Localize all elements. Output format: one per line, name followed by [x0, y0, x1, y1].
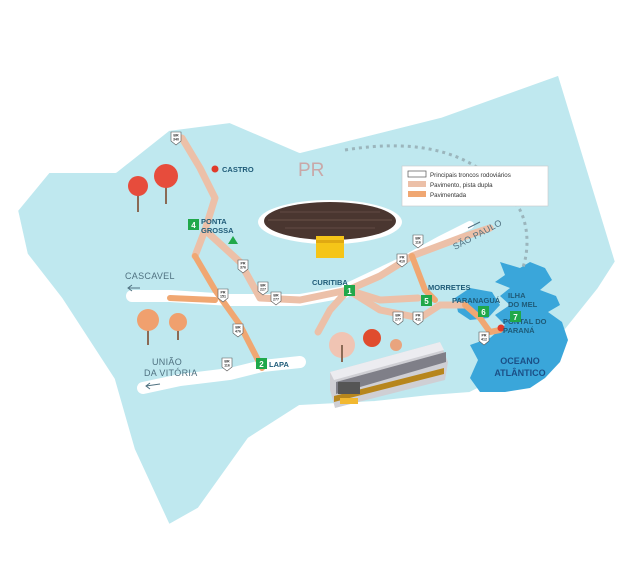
tree-icon [329, 329, 402, 362]
city-label-pontal-1: PONTAL DO [503, 317, 547, 326]
legend-label-double: Pavimento, pista dupla [430, 182, 493, 189]
badge-lapa: 2 [256, 358, 267, 369]
svg-text:6: 6 [481, 308, 486, 317]
legend-swatch-paved [408, 191, 426, 197]
badge-curitiba: 1 [344, 285, 355, 296]
ocean-label-1: OCEANO [500, 356, 540, 366]
city-label-ponta-grossa-2: GROSSA [201, 226, 234, 235]
svg-text:412: 412 [481, 338, 487, 342]
legend-label-main: Principais troncos rodoviários [430, 172, 511, 179]
svg-text:BR: BR [260, 284, 266, 288]
svg-text:PR: PR [416, 314, 421, 318]
svg-text:BR: BR [173, 134, 179, 138]
svg-text:476: 476 [235, 330, 241, 334]
city-label-lapa: LAPA [269, 360, 289, 369]
svg-text:116: 116 [224, 364, 230, 368]
legend-label-paved: Pavimentada [430, 192, 467, 199]
city-label-curitiba: CURITIBA [312, 278, 348, 287]
svg-text:PR: PR [241, 262, 246, 266]
svg-text:340: 340 [173, 138, 179, 142]
badge-morretes: 5 [421, 295, 432, 306]
road-main-uniao [137, 356, 306, 394]
svg-text:BR: BR [224, 360, 230, 364]
svg-text:4: 4 [191, 221, 196, 230]
svg-text:411: 411 [415, 318, 421, 322]
arrow-left-icon [145, 382, 161, 390]
arrow-right-icon [467, 221, 481, 229]
city-label-ilha-1: ILHA [508, 291, 526, 300]
tree-icon [128, 164, 178, 212]
svg-text:151: 151 [220, 295, 226, 299]
tree-icon [137, 309, 187, 345]
city-label-ponta-grossa-1: PONTA [201, 217, 227, 226]
svg-text:116: 116 [415, 241, 421, 245]
svg-text:376: 376 [240, 266, 246, 270]
svg-text:BR: BR [415, 237, 421, 241]
legend-swatch-double [408, 181, 426, 187]
legend-swatch-main [407, 170, 427, 178]
badge-ilha-do-mel: 7 [510, 311, 521, 322]
state-label: PR [298, 160, 324, 181]
svg-text:BR: BR [235, 326, 241, 330]
svg-text:PR: PR [400, 256, 405, 260]
svg-text:5: 5 [424, 297, 429, 306]
svg-text:PR: PR [482, 334, 487, 338]
ocean-area [470, 262, 568, 392]
svg-text:2: 2 [259, 360, 264, 369]
badge-paranagua: 6 [478, 306, 489, 317]
svg-text:PR: PR [221, 291, 226, 295]
pontal-marker-icon [497, 324, 505, 332]
svg-text:277: 277 [395, 318, 401, 322]
arrow-left-icon [127, 284, 140, 292]
svg-text:227: 227 [260, 288, 266, 292]
svg-text:7: 7 [513, 313, 518, 322]
train-icon [330, 342, 448, 408]
direction-label-uniao-1: UNIÃO [152, 357, 182, 367]
city-label-morretes: MORRETES [428, 283, 471, 292]
castro-marker-icon [211, 165, 219, 173]
badge-ponta-grossa: 4 [188, 219, 199, 230]
ocean-label-2: ATLÂNTICO [494, 367, 545, 378]
museum-monument-icon [258, 200, 402, 258]
city-label-paranagua: PARANAGUÁ [452, 296, 501, 305]
svg-text:1: 1 [347, 287, 352, 296]
svg-text:277: 277 [273, 298, 279, 302]
peak-icon [228, 236, 238, 244]
legend: Principais troncos rodoviários Pavimento… [401, 165, 549, 207]
svg-text:410: 410 [399, 260, 405, 264]
city-label-castro: CASTRO [222, 165, 254, 174]
svg-text:BR: BR [273, 294, 279, 298]
direction-label-cascavel: CASCAVEL [125, 271, 175, 281]
city-label-pontal-2: PARANÁ [503, 326, 535, 335]
direction-label-uniao-2: DA VITÓRIA [144, 368, 198, 378]
city-label-ilha-2: DO MEL [508, 300, 538, 309]
svg-text:BR: BR [395, 314, 401, 318]
